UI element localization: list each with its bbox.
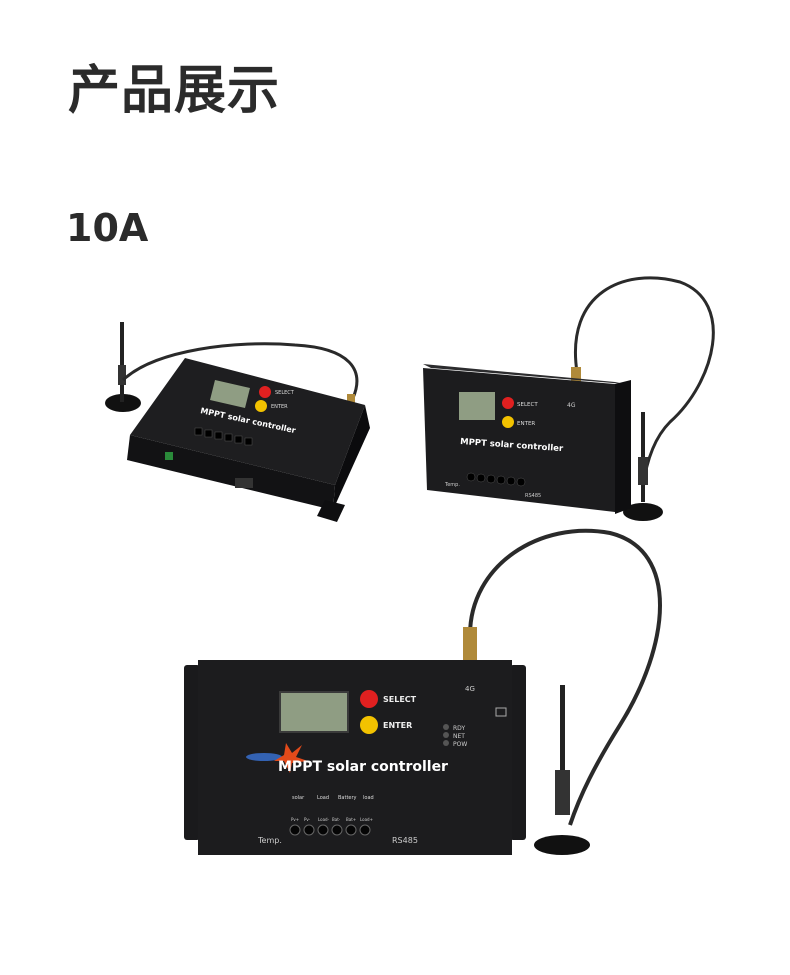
terminal-label: Pv- bbox=[304, 817, 311, 822]
group-label-load-2: load bbox=[363, 795, 374, 801]
terminal-label: Bat+ bbox=[346, 817, 356, 822]
lcd-screen bbox=[210, 380, 250, 408]
lcd-screen bbox=[459, 392, 495, 420]
terminal-row bbox=[194, 427, 253, 446]
antenna-base bbox=[105, 394, 141, 412]
mount-bracket-right bbox=[510, 665, 526, 840]
select-label: SELECT bbox=[517, 402, 538, 408]
led-label-net: NET bbox=[453, 733, 465, 740]
antenna-cable bbox=[468, 528, 662, 826]
product-image-angled: SELECT ENTER MPPT solar controller bbox=[105, 322, 370, 522]
device-side bbox=[615, 380, 631, 514]
logo-flare bbox=[246, 753, 282, 761]
page-title: 产品展示 bbox=[68, 61, 281, 121]
antenna-connector bbox=[463, 627, 477, 663]
group-label-load: Load bbox=[317, 795, 329, 801]
select-button bbox=[259, 386, 271, 398]
logo-star bbox=[274, 743, 308, 773]
device-top bbox=[423, 364, 625, 384]
signal-label: 4G bbox=[465, 685, 475, 693]
signal-label: 4G bbox=[567, 402, 576, 409]
model-heading: 10A bbox=[66, 206, 149, 250]
terminal-label: Load+ bbox=[360, 817, 373, 822]
enter-label: ENTER bbox=[271, 404, 288, 410]
select-button bbox=[502, 397, 514, 409]
group-label-battery: Battery bbox=[338, 795, 357, 801]
lcd-screen bbox=[279, 691, 349, 733]
device-side bbox=[333, 405, 370, 510]
select-button bbox=[360, 690, 378, 708]
sim-icon bbox=[495, 707, 507, 717]
enter-label: ENTER bbox=[517, 421, 535, 427]
enter-label: ENTER bbox=[383, 721, 412, 730]
terminal-label: Pv+ bbox=[291, 817, 299, 822]
status-leds: RDY NET POW bbox=[443, 724, 467, 748]
device-top bbox=[130, 358, 365, 485]
antenna-rod bbox=[120, 322, 124, 402]
enter-button bbox=[360, 716, 378, 734]
device-front bbox=[423, 368, 615, 512]
antenna-base bbox=[623, 503, 663, 521]
antenna-rod bbox=[560, 685, 565, 795]
select-label: SELECT bbox=[383, 695, 417, 704]
enter-button bbox=[255, 400, 267, 412]
antenna-cable bbox=[121, 342, 359, 399]
rs485-label: RS485 bbox=[392, 836, 418, 845]
temp-label: Temp. bbox=[257, 836, 282, 845]
brand-text: MPPT solar controller bbox=[278, 759, 448, 775]
select-label: SELECT bbox=[275, 390, 295, 396]
antenna-cable bbox=[574, 276, 715, 488]
terminal-row bbox=[289, 824, 371, 836]
terminal-label: Bat- bbox=[332, 817, 341, 822]
led-label-rdy: RDY bbox=[453, 725, 465, 732]
product-image-side: SELECT ENTER 4G MPPT solar controller Te… bbox=[423, 276, 715, 521]
antenna-base bbox=[534, 835, 590, 855]
mount-bracket-left bbox=[184, 665, 200, 840]
rs485-label: RS485 bbox=[525, 493, 541, 499]
terminal-label: Load- bbox=[318, 817, 330, 822]
device-front bbox=[127, 435, 335, 510]
product-image-front: SELECT ENTER 4G RDY NET POW MPPT solar c… bbox=[184, 528, 662, 855]
enter-button bbox=[502, 416, 514, 428]
temp-label: Temp. bbox=[444, 482, 460, 488]
group-label-solar: solar bbox=[292, 795, 305, 801]
led-label-pow: POW bbox=[453, 741, 467, 748]
terminal-row bbox=[466, 472, 526, 487]
